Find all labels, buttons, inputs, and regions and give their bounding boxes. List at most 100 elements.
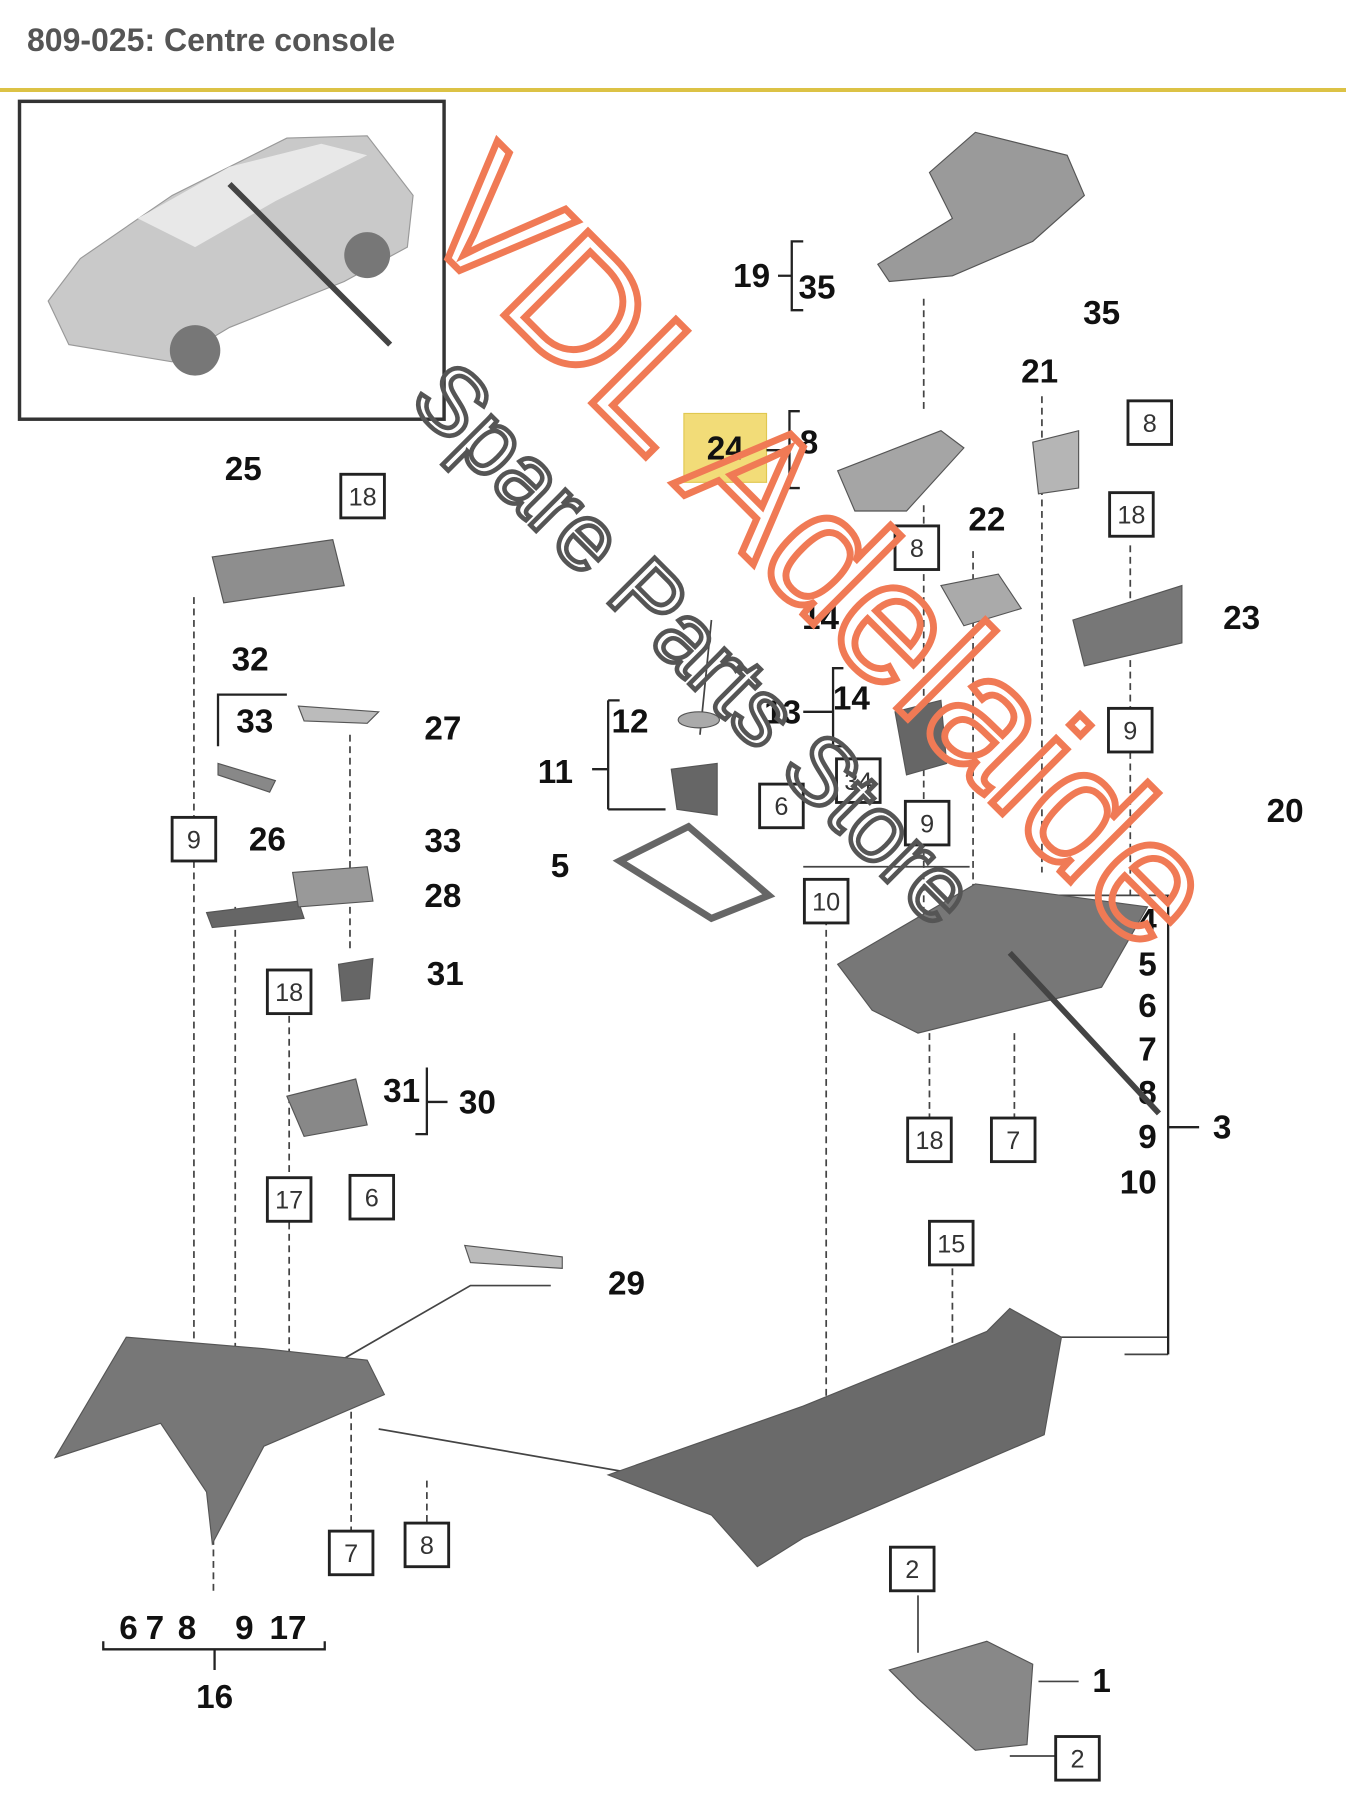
- callout-box: [265, 1176, 313, 1223]
- boxed-callout[interactable]: 18: [906, 1116, 953, 1164]
- callout[interactable]: 1: [1092, 1663, 1111, 1700]
- boxed-callout-label: 8: [910, 535, 924, 563]
- brackets: [102, 240, 1200, 1670]
- callout-box: [327, 1529, 375, 1577]
- boxed-callout[interactable]: 10: [802, 877, 850, 925]
- callout-box: [1054, 1735, 1101, 1782]
- part-23: [1072, 584, 1183, 667]
- boxed-callout[interactable]: 7: [989, 1116, 1037, 1164]
- boxed-callout[interactable]: 18: [265, 968, 313, 1016]
- callout[interactable]: 33: [424, 823, 461, 860]
- callout[interactable]: 31: [427, 956, 464, 993]
- boxed-callout[interactable]: 9: [1107, 706, 1154, 754]
- boxed-callout[interactable]: 8: [1126, 399, 1174, 446]
- boxed-callout-label: 10: [812, 888, 840, 916]
- callout[interactable]: 13: [764, 694, 801, 731]
- callout[interactable]: 5: [1138, 947, 1157, 984]
- watermark-stroke: [227, 181, 1162, 1116]
- callout[interactable]: 4: [1138, 903, 1157, 940]
- callout-box: [170, 815, 218, 863]
- callout[interactable]: 3: [1213, 1110, 1232, 1147]
- callout-labels: 19 35 35 21 24 8 25 22 23 32 33 27 14 14…: [119, 258, 1303, 1716]
- callout[interactable]: 35: [1083, 295, 1120, 332]
- callout[interactable]: 16: [196, 1679, 233, 1716]
- callout[interactable]: 9: [235, 1610, 254, 1647]
- boxed-callout[interactable]: 6: [348, 1173, 396, 1221]
- callout[interactable]: 27: [424, 710, 461, 747]
- boxed-callout[interactable]: 17: [265, 1176, 313, 1223]
- callout-box: [265, 968, 313, 1016]
- boxed-callout[interactable]: 9: [170, 815, 218, 863]
- boxed-callout-label: 6: [365, 1184, 379, 1212]
- callout[interactable]: 10: [1120, 1165, 1157, 1202]
- boxed-callout[interactable]: 8: [403, 1521, 451, 1569]
- callout[interactable]: 7: [146, 1610, 165, 1647]
- boxed-callout-label: 34: [844, 768, 872, 796]
- callout[interactable]: 29: [608, 1266, 645, 1303]
- callout[interactable]: 20: [1267, 793, 1304, 830]
- callout[interactable]: 23: [1223, 600, 1260, 637]
- boxed-callout-label: 2: [905, 1556, 919, 1584]
- part-cupholder-24: [836, 430, 965, 512]
- callout[interactable]: 22: [968, 502, 1005, 539]
- callout[interactable]: 17: [270, 1610, 307, 1647]
- part-29: [463, 1244, 563, 1269]
- boxed-callout[interactable]: 9: [903, 799, 951, 847]
- callout[interactable]: 9: [1138, 1119, 1157, 1156]
- part-22: [940, 573, 1023, 627]
- callout[interactable]: 8: [800, 425, 819, 462]
- boxed-callout[interactable]: 18: [1108, 491, 1155, 538]
- boxed-callout[interactable]: 2: [889, 1545, 936, 1593]
- boxed-callout-label: 2: [1070, 1745, 1084, 1773]
- callout[interactable]: 30: [459, 1084, 496, 1121]
- watermark-line1: VDL Adelaide: [387, 115, 1256, 984]
- callout[interactable]: 26: [249, 822, 286, 859]
- part-27: [297, 705, 380, 724]
- callout[interactable]: 11: [538, 754, 573, 791]
- callout[interactable]: 8: [178, 1610, 197, 1647]
- callout[interactable]: 14: [802, 600, 840, 637]
- callout[interactable]: 32: [232, 642, 269, 679]
- boxed-callout[interactable]: 7: [327, 1529, 375, 1577]
- callout[interactable]: 14: [833, 681, 871, 718]
- callout-box: [928, 1219, 975, 1267]
- boxed-callout-label: 18: [1117, 502, 1145, 530]
- callout[interactable]: 19: [733, 258, 770, 295]
- boxed-callout[interactable]: 34: [835, 757, 882, 804]
- boxed-callout-label: 17: [275, 1187, 303, 1215]
- callout[interactable]: 33: [236, 703, 273, 740]
- callout-highlighted[interactable]: 24: [707, 430, 745, 467]
- boxed-callout[interactable]: 18: [339, 472, 386, 520]
- part-1: [888, 1640, 1034, 1751]
- part-armrest: [877, 131, 1086, 283]
- callout[interactable]: 25: [225, 451, 262, 488]
- callout-box: [348, 1173, 396, 1221]
- callout-box: [1107, 706, 1154, 754]
- callout[interactable]: 28: [424, 878, 461, 915]
- callout-box: [802, 877, 850, 925]
- part-shapes: [53, 131, 1183, 1751]
- callout[interactable]: 12: [611, 703, 648, 740]
- boxed-callout-label: 7: [344, 1540, 358, 1568]
- callout[interactable]: 31: [383, 1073, 420, 1110]
- callout[interactable]: 7: [1138, 1032, 1157, 1069]
- callout[interactable]: 21: [1021, 353, 1058, 390]
- part-31: [337, 957, 374, 1002]
- boxed-callout[interactable]: 8: [893, 524, 941, 571]
- part-console-body: [606, 1307, 1063, 1568]
- part-13: [894, 699, 948, 776]
- callout[interactable]: 6: [1138, 988, 1157, 1025]
- callout-box: [893, 524, 941, 571]
- callout-box: [758, 782, 805, 830]
- boxed-callout-label: 18: [275, 979, 303, 1007]
- callout[interactable]: 5: [551, 848, 570, 885]
- callout-box: [1108, 491, 1155, 538]
- callout[interactable]: 35: [799, 270, 836, 307]
- boxed-callout-label: 18: [349, 483, 377, 511]
- boxed-callout[interactable]: 6: [758, 782, 805, 830]
- boxed-callout[interactable]: 2: [1054, 1735, 1101, 1782]
- boxed-callout[interactable]: 15: [928, 1219, 975, 1267]
- vehicle-thumbnail[interactable]: [17, 99, 446, 421]
- boxed-callout-label: 8: [420, 1532, 434, 1560]
- callout[interactable]: 6: [119, 1610, 138, 1647]
